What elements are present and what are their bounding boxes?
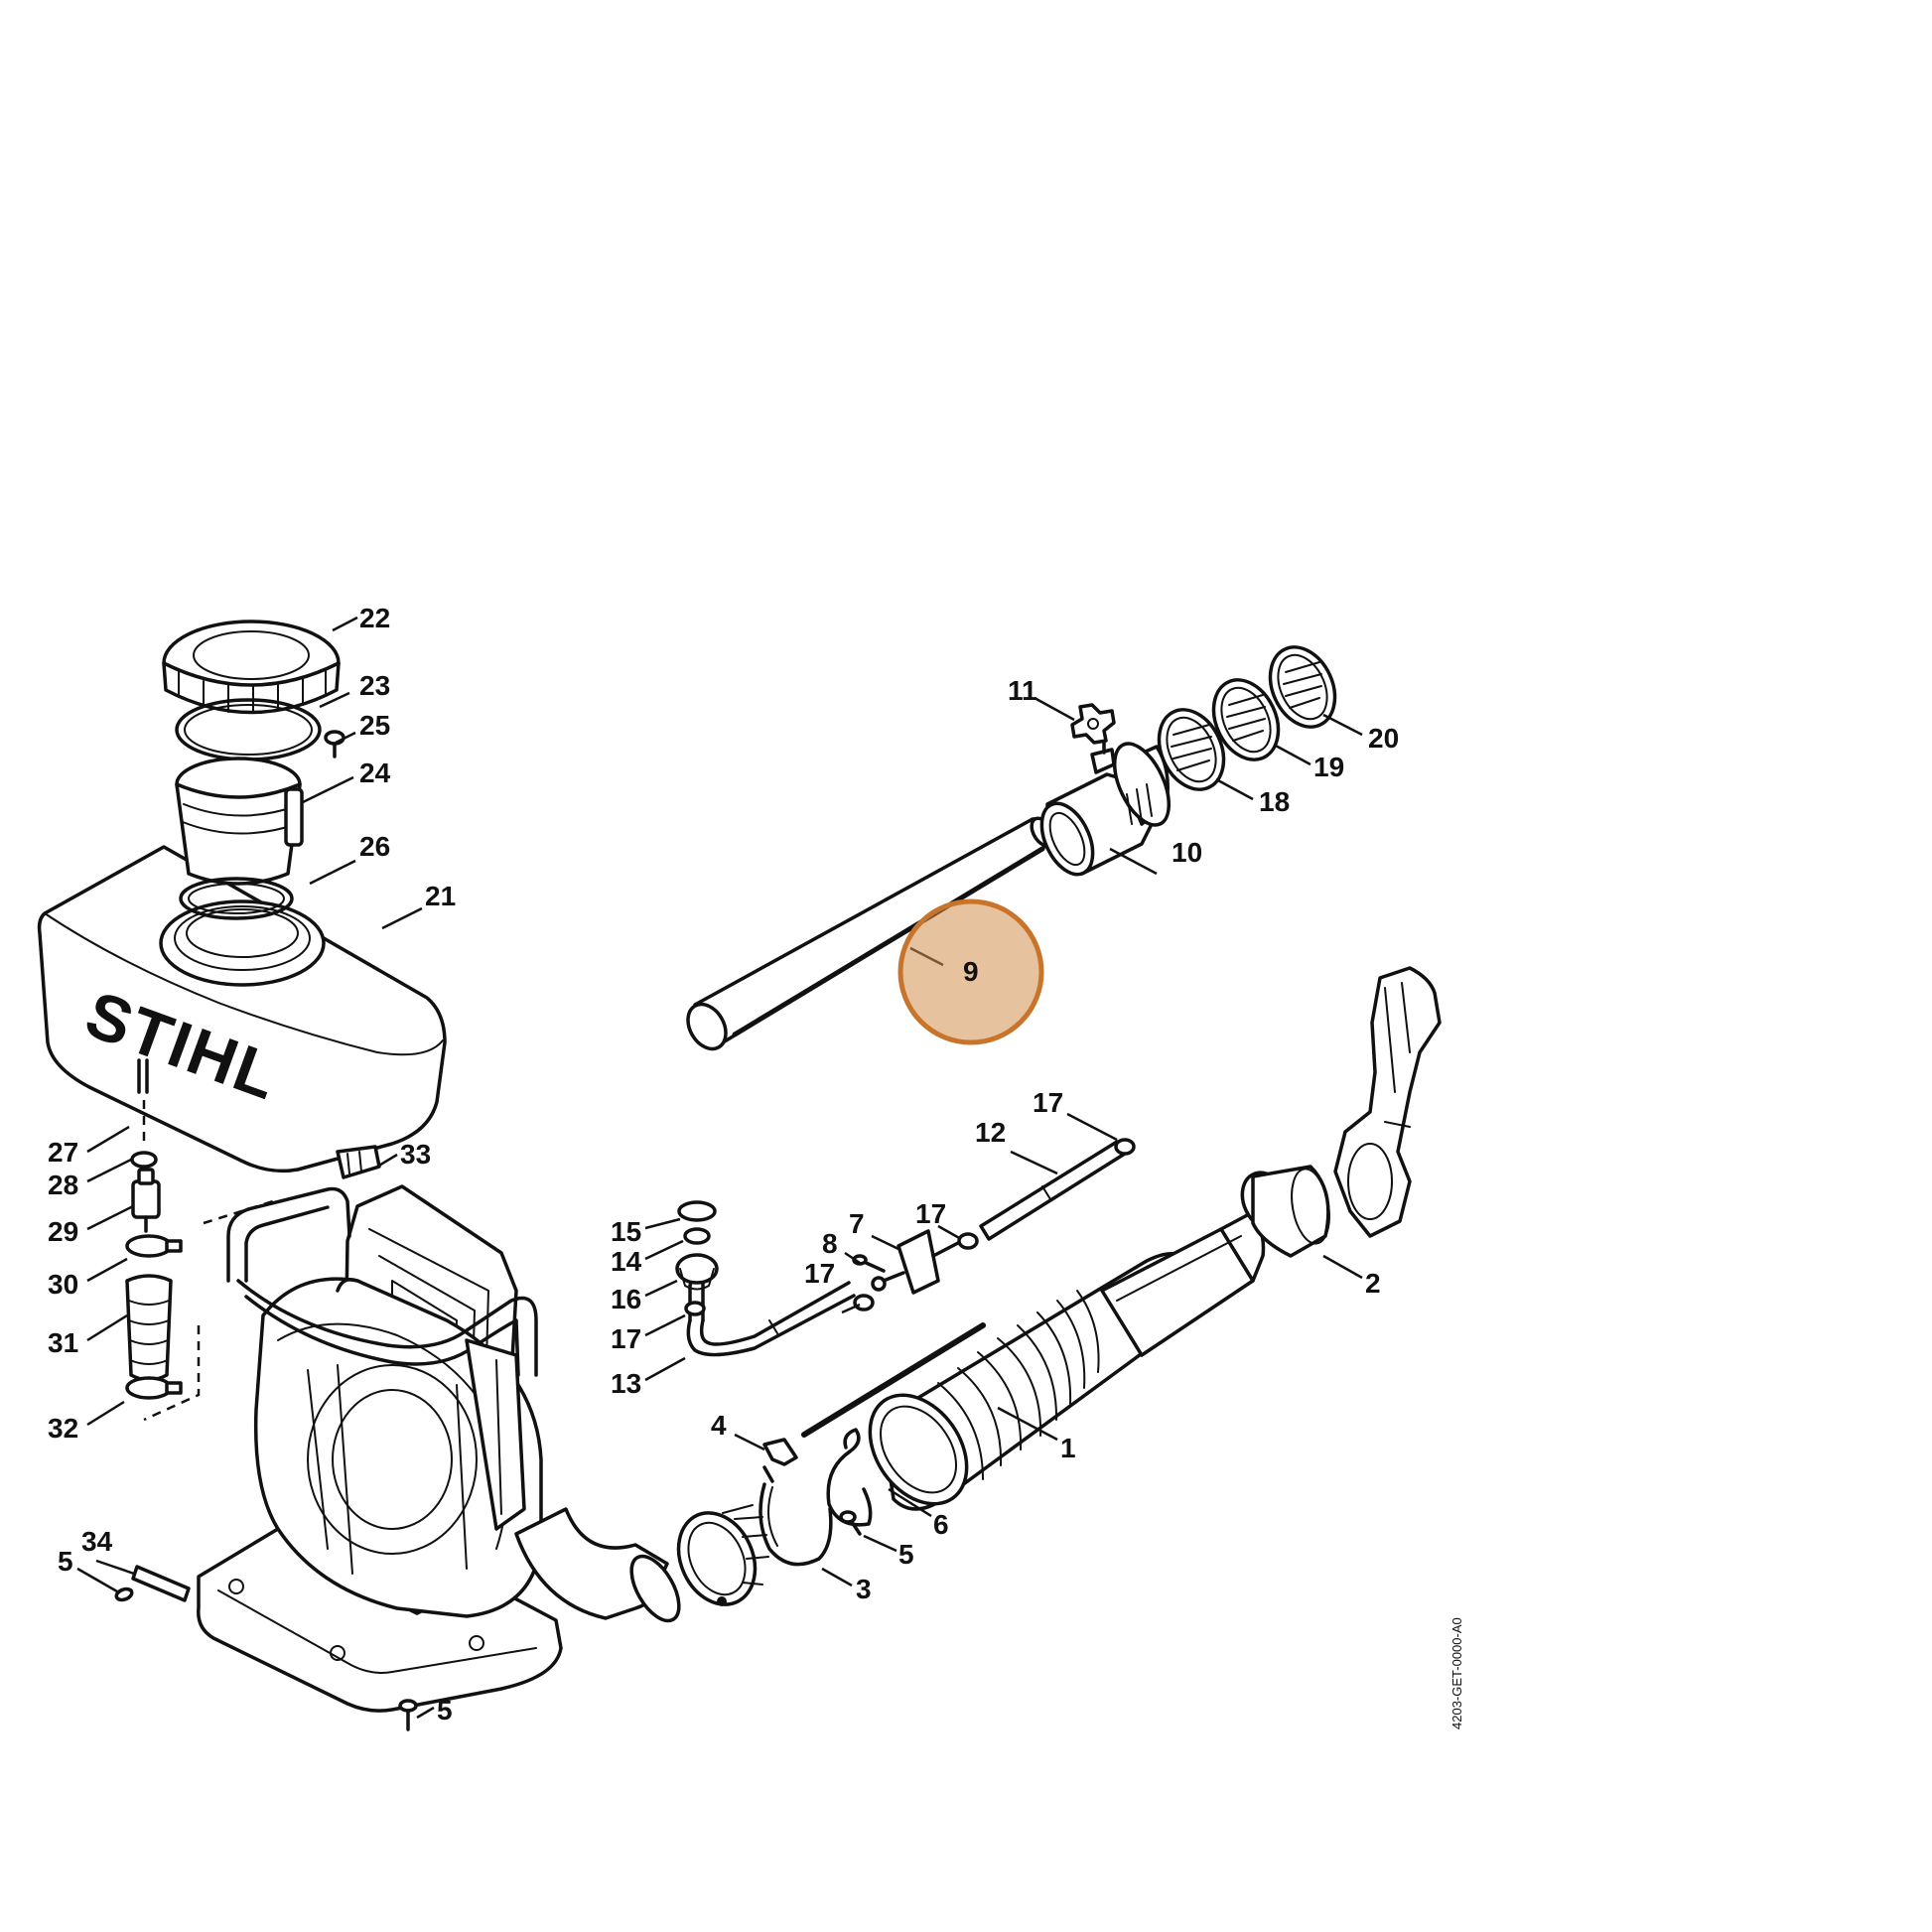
bushing-17-b[interactable] [853,1294,875,1311]
label-33[interactable]: 33 [400,1139,431,1170]
bushing-17-a[interactable] [684,1301,706,1316]
label-32[interactable]: 32 [48,1413,78,1444]
highlight-marker[interactable] [897,898,1044,1045]
label-17-d[interactable]: 17 [1033,1087,1063,1118]
label-4[interactable]: 4 [711,1410,727,1441]
tube-12[interactable] [979,1140,1127,1241]
bushing-17-c[interactable] [957,1232,979,1250]
label-6[interactable]: 6 [933,1509,949,1540]
plate-34[interactable] [131,1565,191,1602]
valve-7[interactable] [871,1229,960,1295]
label-17-c[interactable]: 17 [915,1198,946,1229]
grille-20[interactable] [1258,636,1347,737]
knob-11[interactable] [1070,703,1116,745]
handle-bracket [1333,966,1442,1238]
pipe-13[interactable] [686,1277,856,1357]
label-26[interactable]: 26 [359,831,390,862]
label-18[interactable]: 18 [1259,786,1290,817]
screw-25[interactable] [324,730,345,759]
label-34[interactable]: 34 [81,1526,113,1557]
label-5-middle[interactable]: 5 [898,1539,914,1570]
label-22[interactable]: 22 [359,603,390,633]
sleeve-2[interactable] [1233,1165,1334,1258]
leader-lines [76,616,1363,1720]
connector-31[interactable] [125,1274,173,1382]
grille-18[interactable] [1147,699,1236,799]
label-27[interactable]: 27 [48,1137,78,1168]
valve-29[interactable] [131,1168,161,1233]
label-24[interactable]: 24 [359,758,391,788]
stiffener-rod [801,1322,986,1438]
flex-pipe-1[interactable] [850,1211,1266,1522]
gasket-15[interactable] [677,1200,717,1222]
label-17-b[interactable]: 17 [804,1258,835,1289]
clip-4[interactable] [762,1438,798,1483]
label-12[interactable]: 12 [975,1117,1006,1148]
fluid-line-parts [125,1058,274,1422]
label-19[interactable]: 19 [1313,752,1344,782]
drawing-code: 4203-GET-0000-A0 [1449,1617,1464,1729]
label-23[interactable]: 23 [359,670,390,701]
label-25[interactable]: 25 [359,710,390,741]
washer-14[interactable] [683,1227,711,1245]
clip-32[interactable] [125,1376,183,1400]
tube-frame [226,1186,351,1283]
label-20[interactable]: 20 [1368,723,1399,754]
nozzle-10[interactable] [1032,733,1180,883]
o-ring-28[interactable] [130,1151,158,1169]
label-11[interactable]: 11 [1008,675,1037,706]
screw-5-middle[interactable] [839,1510,862,1536]
label-31[interactable]: 31 [48,1327,78,1358]
label-15[interactable]: 15 [611,1216,641,1247]
seal-ring-26[interactable] [179,877,294,920]
label-8[interactable]: 8 [822,1228,838,1259]
grille-19[interactable] [1201,669,1291,769]
nut-16[interactable] [675,1253,719,1291]
label-13[interactable]: 13 [611,1368,641,1399]
label-1[interactable]: 1 [1060,1433,1076,1463]
label-10[interactable]: 10 [1172,837,1202,868]
label-14[interactable]: 14 [611,1246,642,1277]
part-labels: 22 23 25 24 26 21 27 28 29 30 31 32 33 3… [48,603,1399,1725]
tank-assembly: STIHL [37,620,447,1173]
bushing-17-d[interactable] [1114,1138,1136,1156]
label-28[interactable]: 28 [48,1170,78,1200]
screw-5-bottom[interactable] [398,1699,418,1731]
label-7[interactable]: 7 [849,1208,865,1239]
clip-30[interactable] [125,1234,183,1258]
label-3[interactable]: 3 [856,1574,872,1604]
label-5-bottom[interactable]: 5 [437,1695,453,1725]
screw-5-left[interactable] [114,1587,134,1602]
label-5-left[interactable]: 5 [58,1546,73,1577]
fitting-33[interactable] [336,1145,381,1179]
label-17-a[interactable]: 17 [611,1323,641,1354]
label-30[interactable]: 30 [48,1269,78,1300]
strainer-basket-24[interactable] [175,757,304,886]
label-2[interactable]: 2 [1365,1268,1381,1299]
label-9[interactable]: 9 [963,956,979,987]
label-16[interactable]: 16 [611,1284,641,1314]
label-21[interactable]: 21 [425,881,456,911]
nut-ring-3[interactable] [664,1500,769,1616]
clamp-ring[interactable] [759,1482,833,1567]
label-29[interactable]: 29 [48,1216,78,1247]
blower-housing [197,1145,681,1731]
